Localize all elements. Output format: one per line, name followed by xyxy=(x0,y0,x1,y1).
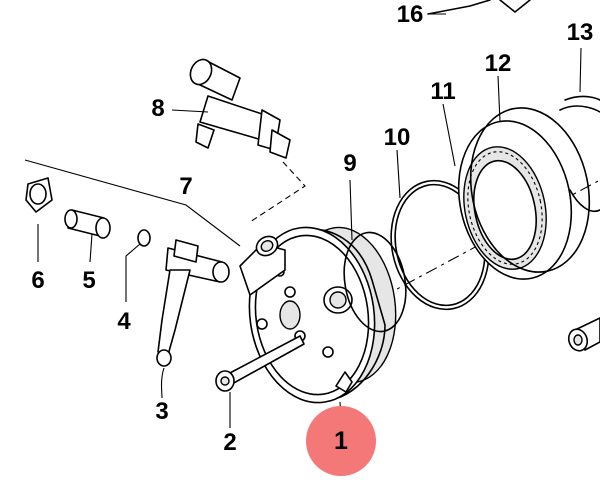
bolt-right xyxy=(567,317,600,352)
lever-valve-part-3 xyxy=(156,239,230,367)
part-number-16: 16 xyxy=(396,1,424,28)
part-number-6: 6 xyxy=(31,267,45,294)
part-16-fragment xyxy=(427,0,531,15)
bearing-part-11 xyxy=(457,120,573,280)
part-number-13: 13 xyxy=(566,19,594,46)
housing-part-1 xyxy=(239,226,397,404)
part-number-5: 5 xyxy=(82,267,96,294)
part-number-8: 8 xyxy=(151,95,165,122)
sleeve-part-5 xyxy=(64,209,111,239)
part-number-11: 11 xyxy=(430,78,456,105)
part-number-12: 12 xyxy=(484,50,512,77)
highlight-badge-part-1[interactable]: 1 xyxy=(306,406,376,476)
bracket-7 xyxy=(24,159,241,247)
small-ring-part-4 xyxy=(137,229,151,247)
part-number-3: 3 xyxy=(155,398,169,425)
part-number-7: 7 xyxy=(179,173,193,200)
part-number-2: 2 xyxy=(223,429,237,456)
ring-part-12 xyxy=(469,107,591,273)
part-number-1: 1 xyxy=(334,426,348,455)
connector-8 xyxy=(249,161,306,223)
screw-part-2 xyxy=(215,335,305,392)
valve-part-8 xyxy=(189,58,291,159)
part-number-4: 4 xyxy=(117,308,131,335)
clip-part-6 xyxy=(25,177,53,213)
part-number-10: 10 xyxy=(383,124,411,151)
part-number-9: 9 xyxy=(343,150,357,177)
